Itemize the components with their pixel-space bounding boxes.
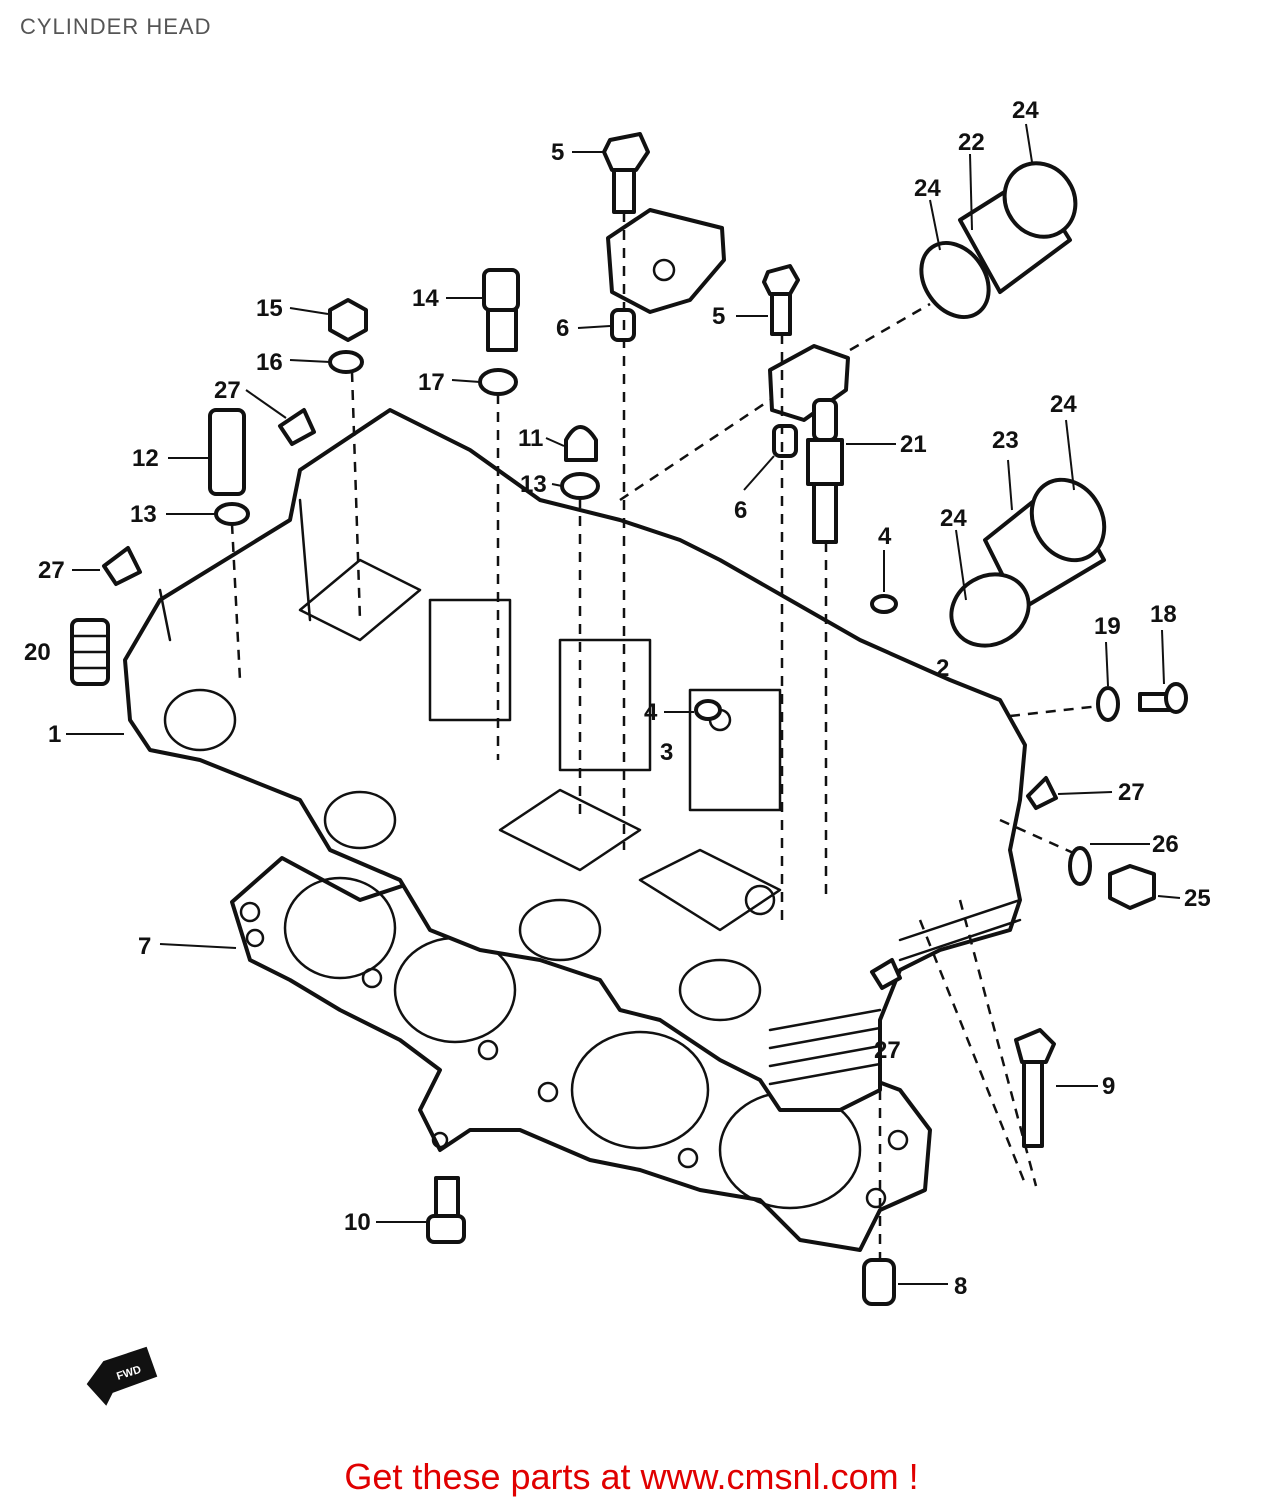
callout-label: 27 [1118,779,1145,806]
spark-plug-21 [806,398,844,544]
forward-direction-arrow: FWD [86,1346,158,1406]
callout-label: 24 [914,175,941,202]
callout-label: 24 [1012,97,1039,124]
washer-16 [328,350,364,374]
callout-leaders [66,123,1181,1285]
callout-label: 20 [24,639,51,666]
dowel-6 [610,308,798,458]
callout-label: 3 [660,739,673,766]
callout-label: 27 [214,377,241,404]
intake-pipe-22 [919,161,1078,320]
dowel-8 [862,1258,896,1306]
cylinder-head-body [123,408,1027,1112]
callout-label: 27 [874,1037,901,1064]
intake-pipe-23 [949,477,1107,648]
bolt-5-lower [762,264,800,336]
stud-12 [208,408,246,496]
washer-19 [1096,686,1120,722]
callout-label: 5 [712,303,725,330]
callout-label: 13 [520,471,547,498]
callout-label: 15 [256,295,283,322]
callout-label: 12 [132,445,159,472]
callout-label: 13 [130,501,157,528]
callout-label: 19 [1094,613,1121,640]
callout-label: 18 [1150,601,1177,628]
callout-label: 26 [1152,831,1179,858]
callout-label: 9 [1102,1073,1115,1100]
callout-label: 8 [954,1273,967,1300]
callout-label: 22 [958,129,985,156]
bolt-10 [426,1176,466,1244]
bolt-18 [1138,682,1188,714]
callout-label: 21 [900,431,927,458]
callout-label: 24 [1050,391,1077,418]
callout-label: 10 [344,1209,371,1236]
callout-labels: 5 24 22 24 15 14 6 5 16 17 27 11 12 13 1… [24,97,1211,1300]
spring-20 [70,618,110,686]
callout-label: 16 [256,349,283,376]
callout-label: 4 [644,699,658,726]
callout-label: 27 [38,557,65,584]
callout-label: 2 [936,655,949,682]
plug-25 [1108,864,1156,910]
callout-label: 6 [734,497,747,524]
callout-label: 23 [992,427,1019,454]
callout-label: 6 [556,315,569,342]
callout-label: 5 [551,139,564,166]
callout-label: 11 [518,425,543,452]
gasket-4 [694,594,898,721]
callout-label: 24 [940,505,967,532]
callout-label: 7 [138,933,151,960]
callout-label: 25 [1184,885,1211,912]
oil-plug-14 [482,268,520,352]
callout-label: 17 [418,369,445,396]
cap-nut-11 [564,425,598,462]
plug-27 [102,408,1058,990]
bolt-9 [1014,1028,1056,1148]
callout-label: 1 [48,721,61,748]
nut-15 [328,298,368,342]
callout-label: 4 [878,523,892,550]
o-ring-17 [478,368,518,396]
assembly-guide-lines [230,212,1101,1260]
page-title: CYLINDER HEAD [20,14,212,39]
gasket-26 [1068,846,1092,886]
cam-cap-upper [606,208,726,314]
callout-label: 14 [412,285,439,312]
bolt-5-upper [602,132,650,214]
parts-shop-link[interactable]: Get these parts at www.cmsnl.com ! [344,1456,919,1497]
